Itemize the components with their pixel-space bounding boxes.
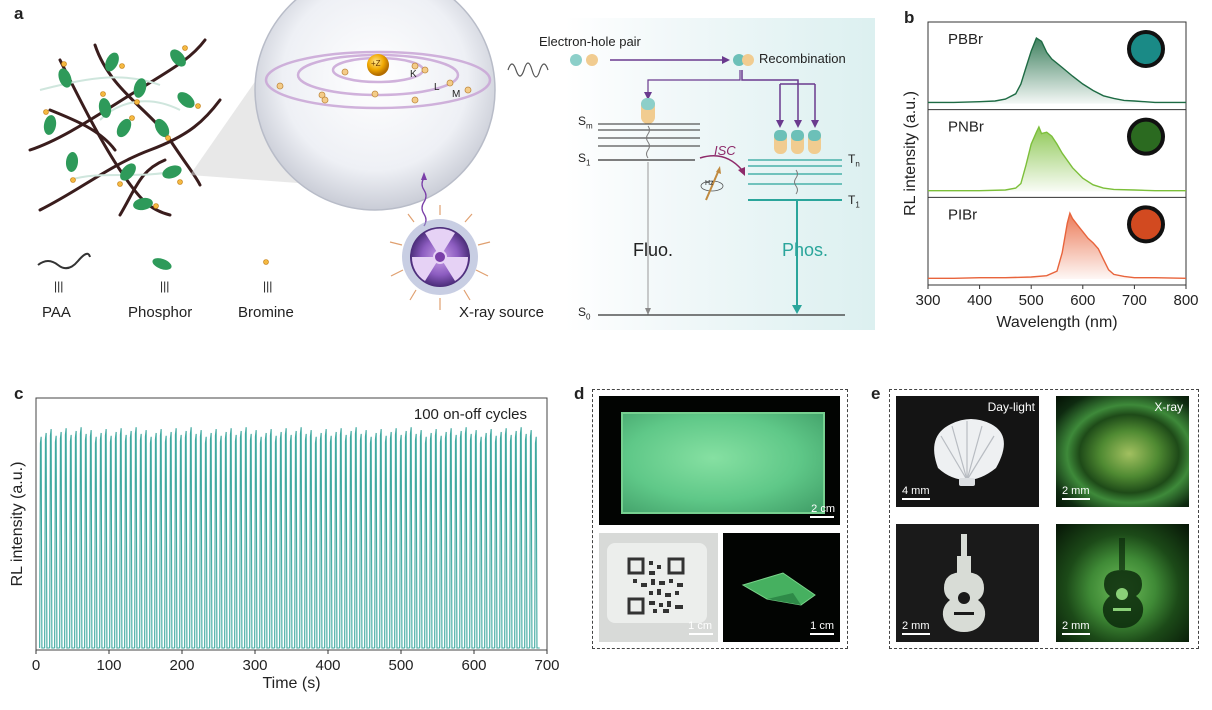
state-t1: T1 — [848, 193, 860, 210]
scale-4mm: 4 mm — [902, 485, 930, 497]
atom-sphere — [254, 0, 496, 211]
x-axis-label: Time (s) — [262, 675, 320, 692]
scale-2mm-a: 2 mm — [1062, 485, 1090, 497]
x-tick-label: 500 — [388, 657, 413, 674]
electrons — [276, 62, 472, 104]
state-s1: S1 — [578, 151, 591, 168]
electron-hole-pair-label: Electron-hole pair — [539, 34, 641, 49]
emission-photo-pnbr — [1127, 117, 1165, 156]
spectrum-line-pbbr — [928, 36, 1186, 104]
x-tick-label: 700 — [534, 657, 559, 674]
phosphor-particles — [43, 49, 195, 211]
scale-2mm-c: 2 mm — [1062, 620, 1090, 632]
scale-bar-1cm-b: 1 cm — [810, 620, 834, 632]
phosphor-label: Phosphor — [128, 304, 193, 321]
triplet-capsules — [774, 130, 821, 154]
paa-equiv: ||| — [54, 279, 64, 293]
state-tn: Tn — [848, 152, 860, 169]
phosphor-equiv: ||| — [160, 279, 170, 293]
emission-photo-pibr — [1127, 205, 1165, 244]
nucleus-label: +Z — [371, 59, 381, 68]
panel-label-b: b — [904, 8, 915, 27]
daylight-label: Day-light — [987, 400, 1035, 414]
panel-a-illustration — [28, 0, 875, 330]
panel-label-c: c — [14, 384, 24, 403]
xray-source-label: X-ray source — [459, 304, 545, 321]
phos-label: Phos. — [782, 240, 829, 260]
bromine-equiv: ||| — [263, 279, 273, 293]
x-tick-label: 400 — [315, 657, 340, 674]
paa-label: PAA — [42, 304, 71, 321]
x-tick-label: 200 — [169, 657, 194, 674]
panel-d-frame — [592, 389, 848, 649]
xray-source-icon — [389, 172, 491, 310]
x-tick-label: 400 — [967, 292, 992, 309]
recombination-icon — [733, 54, 754, 66]
nucleus — [367, 54, 389, 76]
shell-xray-photo: X-ray 2 mm — [1056, 396, 1189, 507]
x-axis-label: Wavelength (nm) — [996, 314, 1117, 331]
state-sm: Sm — [578, 114, 593, 131]
shell-k-label: K — [410, 69, 417, 80]
recombination-label: Recombination — [759, 51, 846, 66]
x-tick-label: 800 — [1173, 292, 1198, 309]
series-label-pnbr: PNBr — [948, 119, 984, 136]
series-label-pibr: PIBr — [948, 206, 977, 223]
guitar-daylight-photo: 2 mm — [896, 524, 1039, 642]
bromine-dots — [43, 45, 201, 209]
x-tick-label: 600 — [461, 657, 486, 674]
x-tick-label: 300 — [915, 292, 940, 309]
isc-label: ISC — [714, 143, 736, 158]
y-axis-label: RL intensity (a.u.) — [9, 462, 26, 587]
paa-icon — [37, 252, 91, 270]
x-tick-label: 600 — [1070, 292, 1095, 309]
spectrum-line-pibr — [928, 211, 1187, 279]
bromine-label: Bromine — [238, 304, 294, 321]
spectrum-fill-pbbr — [928, 38, 1186, 104]
plot-frame — [35, 397, 548, 651]
panel-label-e: e — [871, 384, 881, 403]
guitar-xray-photo: 2 mm — [1056, 524, 1189, 642]
qr-code — [627, 557, 685, 615]
shell-l-label: L — [434, 82, 440, 93]
x-tick-label: 300 — [242, 657, 267, 674]
emission-photo-pbbr — [1127, 30, 1165, 68]
green-film-photo: 2 cm — [599, 396, 840, 525]
panel-label-a: a — [14, 4, 24, 23]
panel-e-frame — [889, 389, 1199, 649]
scale-bar-2cm: 2 cm — [811, 503, 835, 515]
phosphor-icon — [152, 258, 172, 270]
series-label-pbbr: PBBr — [948, 31, 983, 48]
shell-daylight-photo: Day-light 4 mm — [896, 396, 1039, 507]
x-tick-label: 700 — [1122, 292, 1147, 309]
y-axis-label: RL intensity (a.u.) — [902, 91, 919, 216]
electron-hole-pair-icon — [570, 54, 598, 66]
xray-wave — [507, 62, 549, 78]
flexible-film-photo: 1 cm — [723, 533, 840, 642]
x-tick-label: 0 — [32, 657, 40, 674]
state-s0: S0 — [578, 305, 591, 322]
plot-frame — [927, 21, 1187, 286]
xray-label: X-ray — [1154, 400, 1183, 414]
scale-2mm-b: 2 mm — [902, 620, 930, 632]
spectrum-fill-pnbr — [928, 127, 1186, 192]
isc-arrow — [699, 155, 743, 171]
fluo-label: Fluo. — [633, 240, 674, 260]
spectrum-line-pnbr — [928, 125, 1186, 192]
x-tick-label: 100 — [96, 657, 121, 674]
scale-bar-1cm-a: 1 cm — [688, 620, 712, 632]
cycle-trace — [39, 427, 540, 649]
shell-m-label: M — [452, 89, 461, 100]
hz-label: Hz — [705, 180, 714, 187]
bromine-icon — [263, 259, 269, 265]
panel-label-d: d — [574, 384, 585, 403]
x-tick-label: 500 — [1019, 292, 1044, 309]
qr-film-photo: 1 cm — [599, 533, 718, 642]
cycles-annotation: 100 on-off cycles — [414, 406, 527, 423]
